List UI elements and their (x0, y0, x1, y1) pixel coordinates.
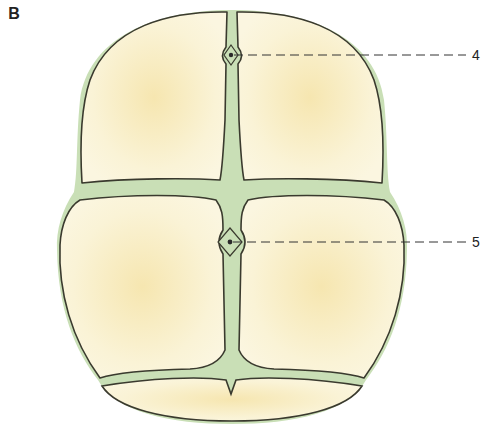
frontal-bone (81, 12, 227, 183)
pointer-dot (228, 240, 233, 245)
panel-letter: B (8, 6, 20, 22)
occipital-bone (102, 378, 362, 421)
suture-membrane (57, 10, 407, 424)
leader-line (233, 242, 466, 243)
callout-number: 4 (472, 48, 480, 62)
parietal-bone (60, 196, 225, 379)
leader-line (234, 55, 466, 56)
pointer-dot (229, 53, 233, 57)
callout-number: 5 (472, 235, 480, 249)
